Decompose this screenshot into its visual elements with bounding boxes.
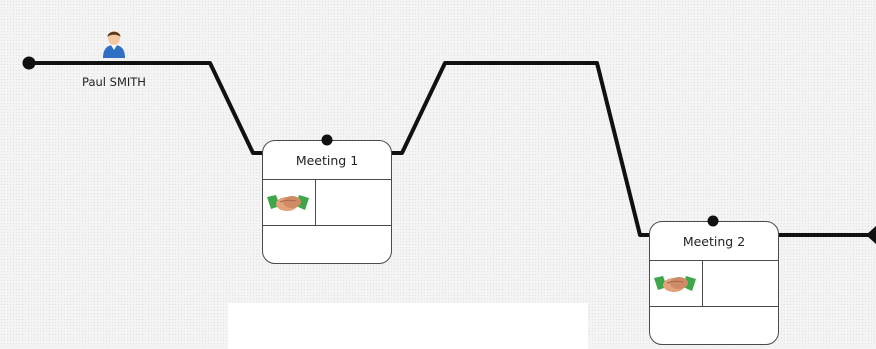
handshake-icon xyxy=(267,195,309,211)
meeting-icon-cell xyxy=(650,261,703,307)
meeting-title: Meeting 1 xyxy=(263,141,391,180)
meeting-footer xyxy=(263,225,391,263)
timeline-path xyxy=(391,61,651,237)
meeting-title: Meeting 2 xyxy=(650,222,778,261)
timeline-end-arrow xyxy=(866,226,876,244)
meeting-connector-dot[interactable] xyxy=(707,215,719,227)
timeline-start-node[interactable] xyxy=(22,56,36,70)
meeting-card[interactable]: Meeting 1 xyxy=(262,140,392,264)
person-name-label: Paul SMITH xyxy=(82,75,146,89)
canvas-white-area xyxy=(228,303,588,349)
timeline-path xyxy=(29,61,264,155)
meeting-icon-cell xyxy=(263,180,316,226)
person-icon[interactable] xyxy=(101,28,127,58)
meeting-detail-cell xyxy=(702,261,778,307)
meeting-connector-dot[interactable] xyxy=(321,134,333,146)
handshake-icon xyxy=(654,276,696,292)
meeting-card[interactable]: Meeting 2 xyxy=(649,221,779,345)
meeting-footer xyxy=(650,306,778,344)
meeting-detail-cell xyxy=(315,180,391,226)
